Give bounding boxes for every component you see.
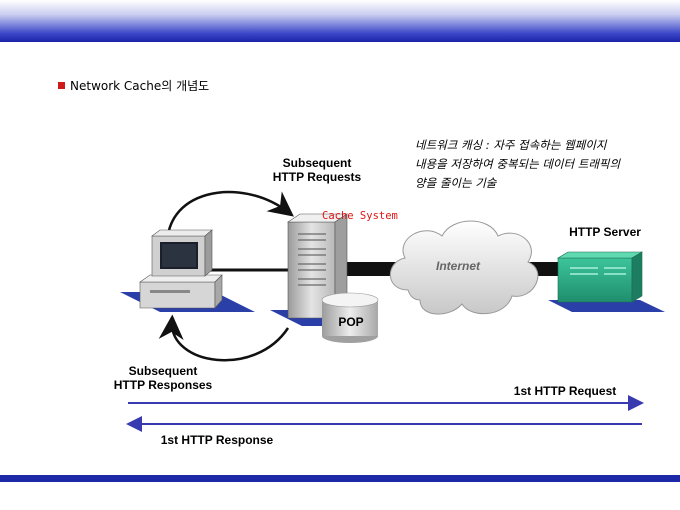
first-request-label: 1st HTTP Request (513, 384, 617, 398)
pop-database-icon (321, 292, 379, 343)
http-server-icon (556, 251, 644, 303)
cache-system-label: Cache System (322, 210, 398, 222)
first-response-label: 1st HTTP Response (160, 433, 274, 447)
description-line-1: 네트워크 캐싱 : 자주 접속하는 웹페이지 (415, 138, 607, 152)
red-bullet-icon (58, 82, 65, 89)
description-line-2: 내용을 저장하여 중복되는 데이터 트래픽의 (415, 157, 621, 171)
heading-text: Network Cache의 개념도 (70, 79, 210, 93)
subsequent-responses-line-2: HTTP Responses (113, 378, 213, 392)
page-heading: Network Cache의 개념도 (58, 77, 209, 94)
subsequent-responses-line-1: Subsequent (128, 364, 198, 378)
subsequent-requests-label: Subsequent HTTP Requests (262, 156, 372, 184)
response-curve-arrow (158, 314, 290, 362)
top-band (0, 0, 680, 42)
description-line-3: 양을 줄이는 기술 (415, 176, 497, 190)
bottom-band (0, 475, 680, 482)
internet-label: Internet (436, 259, 481, 273)
subsequent-responses-label: Subsequent HTTP Responses (100, 364, 226, 392)
http-server-label: HTTP Server (569, 225, 641, 239)
server-shadow (548, 300, 665, 312)
subsequent-requests-line-2: HTTP Requests (272, 170, 362, 184)
subsequent-requests-line-1: Subsequent (282, 156, 352, 170)
internet-cloud-icon (389, 220, 539, 315)
cache-server-icon (287, 213, 348, 319)
pc-icon (139, 229, 223, 309)
pop-label: POP (338, 315, 363, 329)
description-text: 네트워크 캐싱 : 자주 접속하는 웹페이지 내용을 저장하여 중복되는 데이터… (415, 136, 655, 193)
